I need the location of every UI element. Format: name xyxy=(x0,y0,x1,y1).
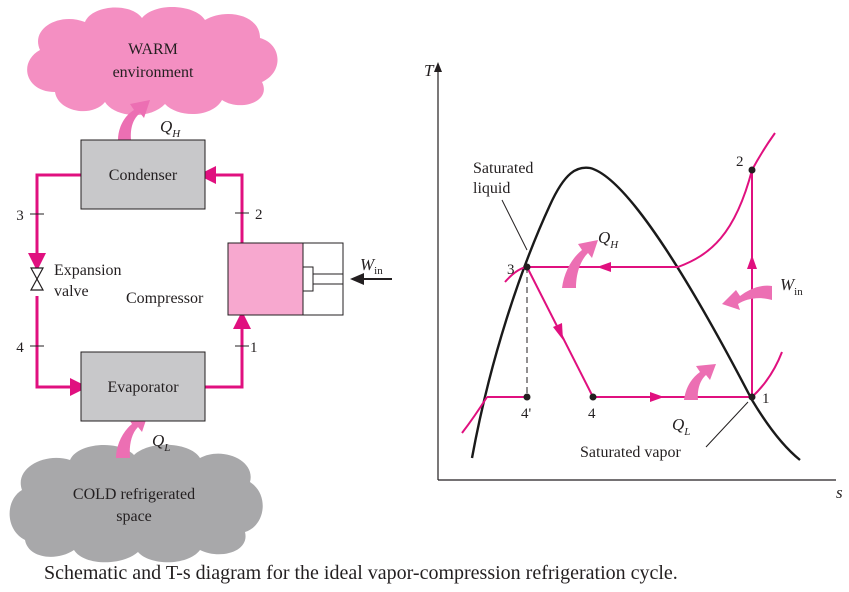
figure-caption: Schematic and T-s diagram for the ideal … xyxy=(44,562,678,584)
schematic-state-4: 4 xyxy=(16,340,24,356)
warm-environment-cloud: WARM environment xyxy=(27,6,278,116)
refrigerant-piping xyxy=(28,166,251,396)
expansion-label: Expansion xyxy=(54,262,122,279)
ts-axes: T s xyxy=(424,61,843,502)
ts-state-2: 2 xyxy=(736,154,744,170)
ql-label-schematic: QL xyxy=(152,431,170,454)
condenser-label: Condenser xyxy=(109,167,178,184)
sat-liquid-leader xyxy=(501,199,528,251)
qh-heat-arrow-schematic: QH xyxy=(118,100,181,140)
ts-cycle-curves xyxy=(461,132,783,434)
qh-heat-arrow-ts: QH xyxy=(562,228,619,288)
cold-space-cloud: COLD refrigerated space xyxy=(9,444,263,563)
sat-liquid-line1: Saturated xyxy=(473,160,533,177)
ql-heat-arrow-ts: QL xyxy=(672,364,716,438)
schematic-state-3: 3 xyxy=(16,208,24,224)
cold-label: COLD refrigerated xyxy=(73,486,195,503)
schematic-state-ticks xyxy=(30,212,249,347)
sat-vapor-label: Saturated vapor xyxy=(580,444,682,461)
expansion-valve-symbol xyxy=(29,267,45,291)
win-label-schematic: Win xyxy=(360,255,383,277)
environment-label: environment xyxy=(113,64,194,81)
ts-state-3: 3 xyxy=(507,262,515,278)
compressor: Compressor xyxy=(126,242,344,316)
sat-vapor-leader xyxy=(705,401,749,448)
evaporator-box: Evaporator xyxy=(80,351,206,422)
qh-label-schematic: QH xyxy=(160,117,181,140)
win-arrow-ts: Win xyxy=(722,275,803,310)
win-label-ts: Win xyxy=(780,275,803,298)
ts-flow-arrows xyxy=(553,255,757,402)
ts-state-1: 1 xyxy=(762,391,770,407)
sat-liquid-line2: liquid xyxy=(473,180,510,197)
ts-state-4: 4 xyxy=(588,406,596,422)
ts-state-4prime: 4' xyxy=(521,406,532,422)
schematic-state-1: 1 xyxy=(250,340,258,356)
valve-label: valve xyxy=(54,283,89,300)
ql-heat-arrow-schematic: QL xyxy=(116,414,170,458)
work-input-arrow-schematic: Win xyxy=(350,255,392,285)
compressor-label: Compressor xyxy=(126,290,204,307)
ts-state-points xyxy=(523,166,756,401)
schematic-state-2: 2 xyxy=(255,207,263,223)
evaporator-label: Evaporator xyxy=(107,379,179,396)
s-axis-label: s xyxy=(836,483,843,502)
ts-diagram: T s xyxy=(424,61,843,502)
warm-label: WARM xyxy=(128,41,178,58)
condenser-box: Condenser xyxy=(80,139,206,210)
schematic: WARM environment COLD refrigerated space… xyxy=(9,6,392,563)
space-label: space xyxy=(116,508,152,525)
t-axis-label: T xyxy=(424,61,435,80)
qh-label-ts: QH xyxy=(598,228,619,251)
ql-label-ts: QL xyxy=(672,415,690,438)
